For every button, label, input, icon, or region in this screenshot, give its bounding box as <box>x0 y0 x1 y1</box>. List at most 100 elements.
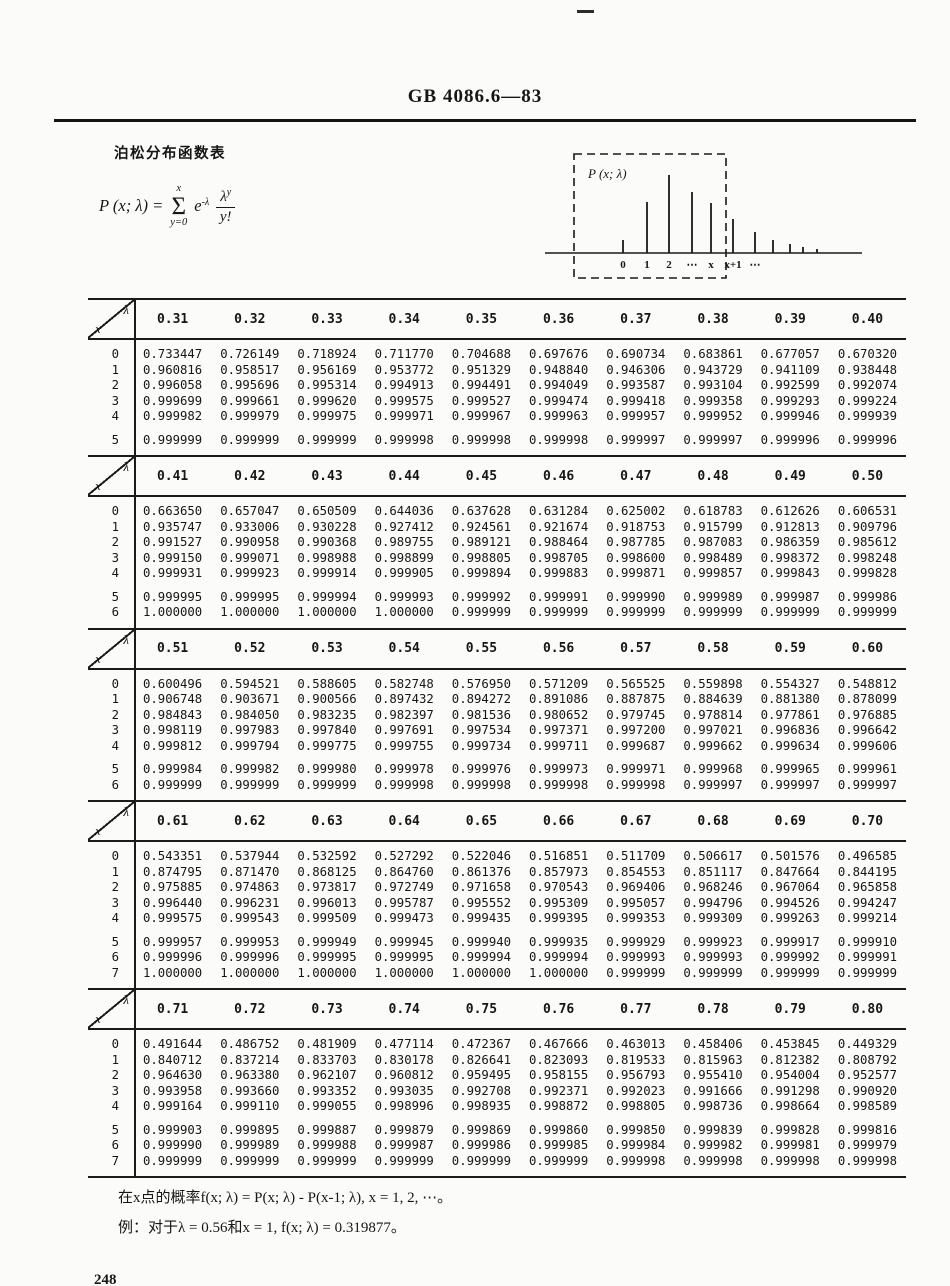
probability-cell: 0.565525 <box>606 676 666 691</box>
probability-cell: 0.980652 <box>529 707 589 722</box>
probability-cell: 0.967064 <box>760 880 820 894</box>
probability-cell: 0.999860 <box>529 1122 589 1137</box>
lambda-column-header: 0.40 <box>851 311 884 327</box>
lambda-column-header: 0.37 <box>620 311 652 327</box>
lambda-base: λ <box>220 188 227 205</box>
probability-cell: 0.999850 <box>606 1122 666 1137</box>
x-symbol: x <box>95 321 101 336</box>
probability-cell: 0.501576 <box>760 849 820 863</box>
probability-cell: 0.999998 <box>451 432 512 447</box>
probability-cell: 0.999999 <box>606 605 666 619</box>
probability-cell: 0.993587 <box>606 378 666 392</box>
probability-cell: 0.962107 <box>297 1068 357 1082</box>
probability-cell: 0.999999 <box>529 1153 589 1168</box>
probability-cell: 0.999999 <box>529 605 589 619</box>
probability-cell: 0.964630 <box>142 1068 203 1082</box>
lambda-column-header: 0.66 <box>542 813 575 829</box>
probability-cell: 0.543351 <box>142 849 203 863</box>
x-value-cell: 6 <box>111 605 119 619</box>
probability-cell: 0.995309 <box>529 895 589 910</box>
lambda-symbol: λ <box>123 992 129 1007</box>
probability-cell: 0.582748 <box>374 676 434 691</box>
lambda-column-header: 0.42 <box>234 468 266 484</box>
probability-cell: 0.999999 <box>297 432 357 447</box>
probability-cell: 0.999996 <box>760 432 820 447</box>
probability-cell: 0.486752 <box>220 1037 280 1051</box>
probability-cell: 0.881380 <box>760 692 820 706</box>
probability-cell: 0.999991 <box>529 589 589 604</box>
probability-cell: 0.874795 <box>142 864 203 879</box>
probability-cell: 0.999999 <box>297 777 357 792</box>
probability-cell: 0.999509 <box>297 911 357 925</box>
probability-cell: 0.998119 <box>142 723 203 737</box>
fraction-numerator: λy <box>216 187 236 208</box>
probability-cell: 0.823093 <box>529 1052 589 1067</box>
probability-cell: 0.571209 <box>529 676 589 691</box>
probability-cell: 0.506617 <box>683 849 743 863</box>
fraction-denominator: y! <box>219 208 232 225</box>
probability-cell: 0.999957 <box>142 934 203 949</box>
probability-cell: 0.951329 <box>451 362 512 377</box>
probability-cell: 0.999997 <box>606 432 666 447</box>
probability-cell: 0.994796 <box>683 895 743 910</box>
x-symbol: x <box>95 823 101 838</box>
probability-cell: 0.511709 <box>606 849 666 863</box>
probability-cell: 0.999998 <box>606 1153 666 1168</box>
probability-cell: 0.999982 <box>220 762 280 776</box>
probability-cell: 0.891086 <box>529 692 589 706</box>
probability-cell: 0.965858 <box>837 880 898 894</box>
probability-cell: 1.000000 <box>297 965 357 980</box>
probability-cell: 0.998705 <box>529 550 589 565</box>
probability-cell: 0.999575 <box>142 911 203 925</box>
probability-cell: 0.999997 <box>760 777 820 792</box>
probability-cell: 0.683861 <box>683 347 743 361</box>
probability-cell: 0.999418 <box>606 393 666 408</box>
x-symbol: x <box>95 1011 101 1026</box>
probability-cell: 0.999997 <box>683 777 743 792</box>
probability-cell: 0.903671 <box>220 692 280 706</box>
probability-cell: 0.987785 <box>606 535 666 549</box>
probability-cell: 0.982397 <box>374 707 434 722</box>
lambda-column-header: 0.76 <box>542 1001 575 1017</box>
probability-cell: 0.999971 <box>374 409 434 423</box>
probability-cell: 0.999976 <box>451 762 512 776</box>
probability-cell: 0.999986 <box>451 1138 512 1152</box>
probability-cell: 1.000000 <box>220 605 280 619</box>
probability-cell: 0.993035 <box>374 1083 434 1098</box>
lambda-column-header: 0.55 <box>465 641 498 656</box>
probability-cell: 0.999998 <box>451 777 512 792</box>
probability-cell: 0.960816 <box>142 362 203 377</box>
probability-cell: 0.999606 <box>837 738 898 753</box>
probability-cell: 0.941109 <box>760 362 820 377</box>
probability-cell: 0.994049 <box>529 378 589 392</box>
probability-cell: 0.915799 <box>683 519 743 534</box>
probability-cell: 0.975885 <box>142 880 203 894</box>
x-value-cell: 2 <box>111 707 119 722</box>
probability-cell: 0.999828 <box>760 1122 820 1137</box>
probability-cell: 0.999997 <box>837 777 898 792</box>
probability-cell: 0.985612 <box>837 535 898 549</box>
lambda-column-header: 0.71 <box>156 1001 189 1017</box>
fraction-term: λy y! <box>216 187 236 227</box>
diagram-bars <box>622 175 818 253</box>
probability-cell: 0.463013 <box>606 1037 666 1051</box>
probability-cell: 0.864760 <box>374 864 434 879</box>
lambda-column-header: 0.36 <box>542 311 575 327</box>
probability-cell: 0.991527 <box>142 535 203 549</box>
x-value-cell: 0 <box>111 504 119 518</box>
lambda-column-header: 0.33 <box>311 311 343 327</box>
probability-cell: 0.998805 <box>451 550 512 565</box>
probability-cell: 0.690734 <box>606 347 666 361</box>
probability-cell: 0.999992 <box>451 589 512 604</box>
probability-cell: 0.996013 <box>297 895 357 910</box>
diagram-axis-label: 1 <box>644 259 650 271</box>
probability-cell: 0.808792 <box>837 1052 898 1067</box>
probability-cell: 1.000000 <box>142 965 203 980</box>
